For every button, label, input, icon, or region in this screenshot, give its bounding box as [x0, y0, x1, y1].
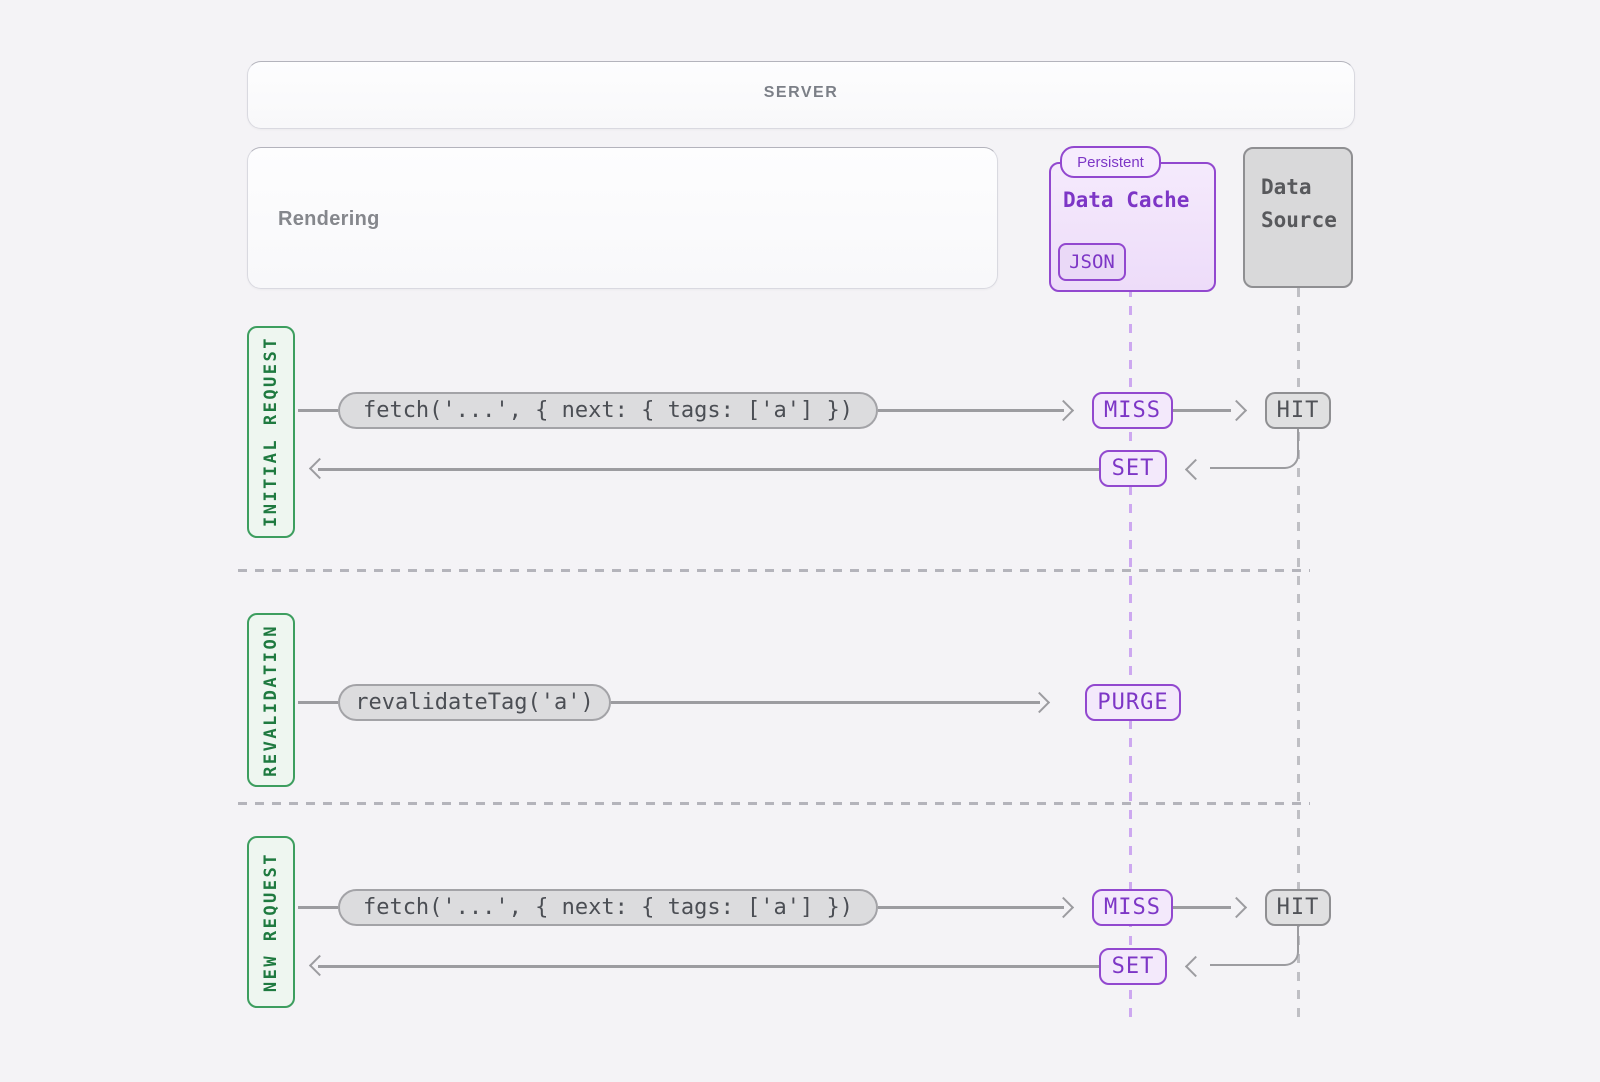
- purge-badge: PURGE: [1085, 684, 1181, 721]
- json-badge: JSON: [1058, 243, 1126, 281]
- connector-line: [298, 409, 338, 412]
- arrow-to-cache-line: [611, 701, 1040, 704]
- arrow-left-icon: [308, 457, 331, 480]
- arrow-right-icon: [1225, 399, 1248, 422]
- arrow-right-icon: [1052, 399, 1075, 422]
- data-source-label-line2: Source: [1261, 208, 1337, 232]
- set-badge-2: SET: [1099, 948, 1167, 985]
- data-source-label-line1: Data: [1261, 175, 1312, 199]
- section-divider: [238, 802, 1310, 805]
- arrow-left-icon: [308, 954, 331, 977]
- hit-badge-1: HIT: [1265, 392, 1331, 429]
- data-cache-lifeline: [1129, 288, 1132, 1020]
- return-corner-connector: [1210, 429, 1299, 469]
- persistent-tag: Persistent: [1060, 146, 1161, 178]
- connector-line: [298, 906, 338, 909]
- revalidate-tag-pill: revalidateTag('a'): [338, 684, 611, 721]
- arrow-to-source-line: [1173, 409, 1231, 412]
- arrow-right-icon: [1052, 896, 1075, 919]
- return-line: [318, 468, 1099, 471]
- arrow-right-icon: [1028, 691, 1051, 714]
- section-initial-request-label: INITIAL REQUEST: [247, 326, 295, 538]
- fetch-call-pill-1: fetch('...', { next: { tags: ['a'] }): [338, 392, 878, 429]
- section-initial-request-text: INITIAL REQUEST: [261, 336, 281, 528]
- data-source-lifeline: [1297, 288, 1300, 1020]
- server-box: SERVER: [247, 61, 1355, 129]
- fetch-call-pill-2: fetch('...', { next: { tags: ['a'] }): [338, 889, 878, 926]
- rendering-label: Rendering: [278, 208, 380, 230]
- return-line: [318, 965, 1099, 968]
- arrow-to-source-line: [1173, 906, 1231, 909]
- section-revalidation-label: REVALIDATION: [247, 613, 295, 787]
- connector-line: [298, 701, 338, 704]
- miss-badge-2: MISS: [1092, 889, 1173, 926]
- data-cache-title: Data Cache: [1063, 188, 1190, 212]
- arrow-right-icon: [1225, 896, 1248, 919]
- section-revalidation-text: REVALIDATION: [261, 623, 281, 777]
- arrow-to-cache-line: [878, 409, 1064, 412]
- section-new-request-label: NEW REQUEST: [247, 836, 295, 1008]
- arrow-left-icon: [1184, 955, 1207, 978]
- arrow-to-cache-line: [878, 906, 1064, 909]
- miss-badge-1: MISS: [1092, 392, 1173, 429]
- set-badge-1: SET: [1099, 450, 1167, 487]
- data-source-box: Data Source: [1243, 147, 1353, 288]
- rendering-box: Rendering: [247, 147, 998, 289]
- arrow-left-icon: [1184, 458, 1207, 481]
- return-corner-connector: [1210, 926, 1299, 966]
- server-label: SERVER: [763, 84, 839, 101]
- section-new-request-text: NEW REQUEST: [261, 851, 281, 993]
- section-divider: [238, 569, 1310, 572]
- hit-badge-2: HIT: [1265, 889, 1331, 926]
